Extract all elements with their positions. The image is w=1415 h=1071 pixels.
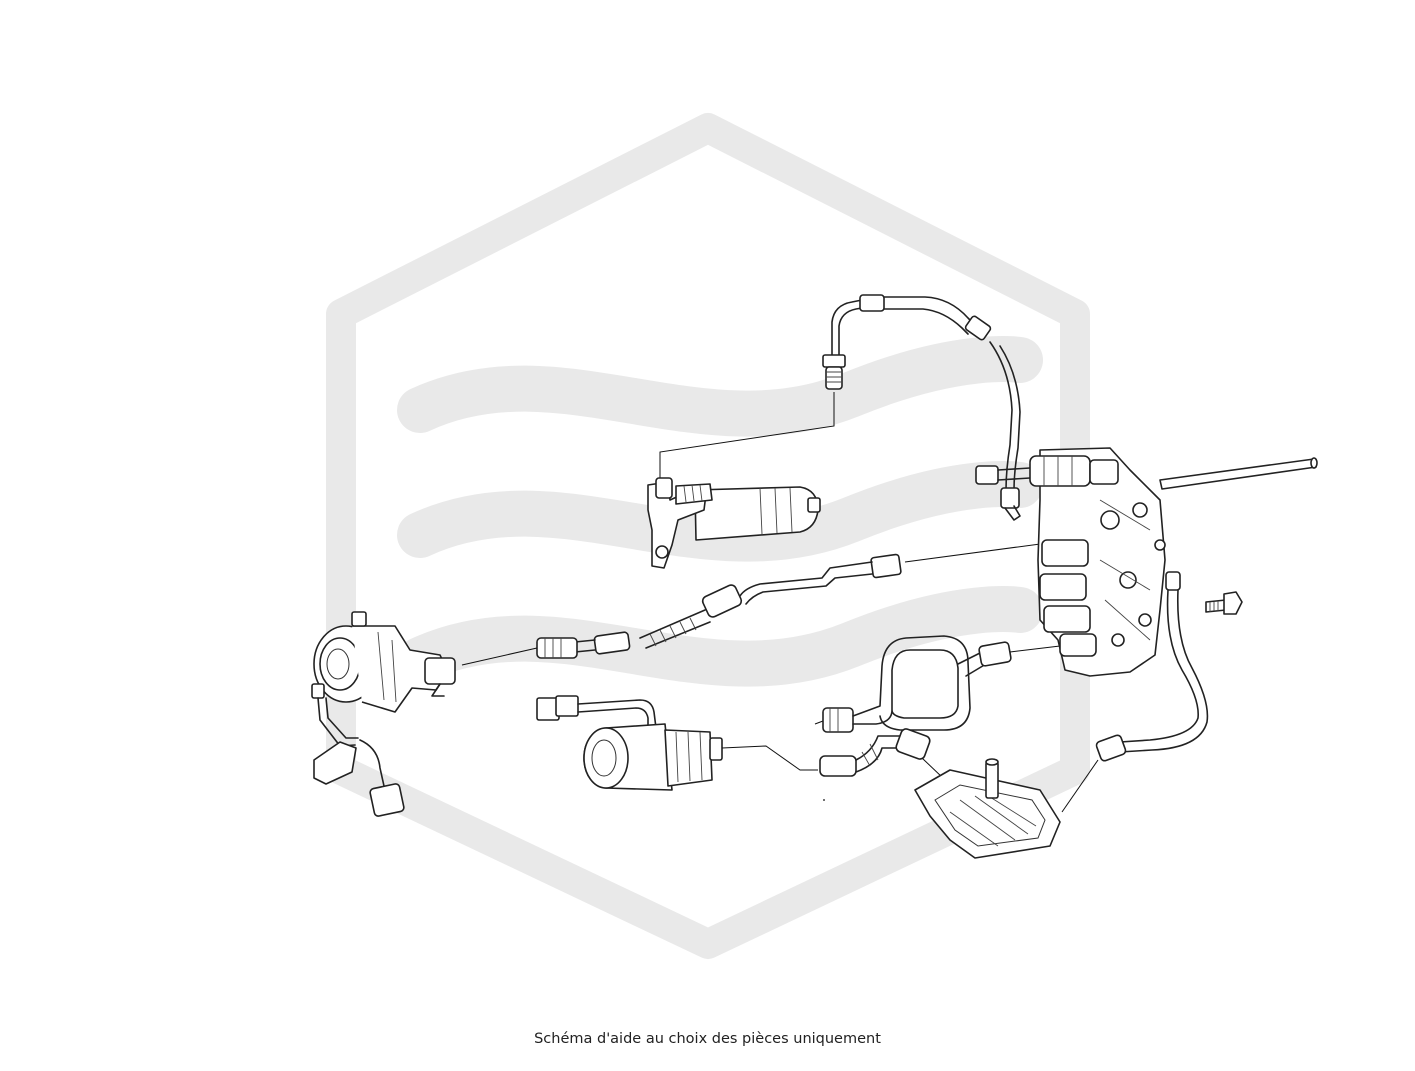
hydraulic-control-unit bbox=[975, 447, 1166, 677]
flexible-hose bbox=[819, 728, 986, 819]
slave-cylinder bbox=[647, 477, 821, 569]
stray-dot bbox=[823, 799, 825, 801]
diagram-caption: Schéma d'aide au choix des pièces unique… bbox=[534, 1031, 881, 1047]
middle-hydraulic-pipe bbox=[461, 539, 1071, 666]
reservoir-bracket bbox=[914, 758, 1061, 859]
clutch-actuator-motor bbox=[536, 695, 818, 791]
right-side-hose bbox=[1061, 571, 1209, 813]
rod-part bbox=[1159, 457, 1318, 490]
leader-line-top bbox=[659, 392, 835, 478]
hexagon-waves-logo-icon bbox=[326, 113, 1090, 959]
loop-pipe bbox=[814, 635, 1061, 733]
release-bearing-assembly bbox=[311, 611, 456, 817]
upper-hydraulic-pipe bbox=[831, 294, 1021, 521]
top-union-fitting bbox=[822, 354, 846, 390]
bolt-fastener bbox=[1205, 591, 1243, 615]
